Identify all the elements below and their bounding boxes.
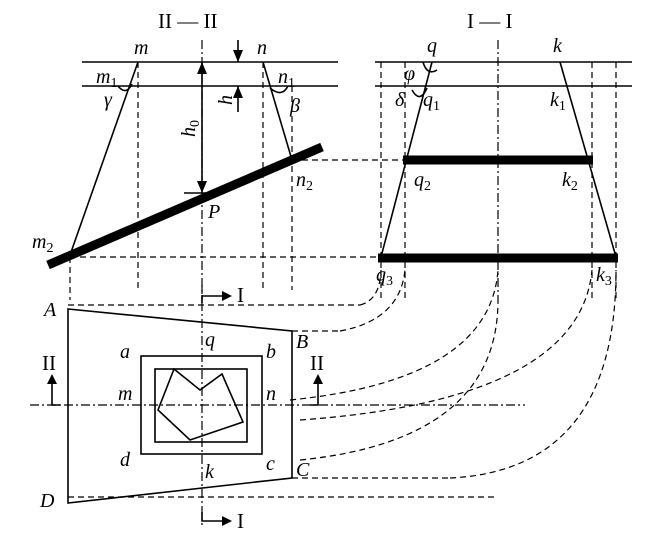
label-plan-n: n xyxy=(266,383,276,405)
section-arrow-left xyxy=(51,378,60,406)
h-arrow-bottom xyxy=(233,86,243,98)
label-B: B xyxy=(296,331,308,353)
phi-arc xyxy=(422,61,438,73)
label-plan-k: k xyxy=(205,461,215,483)
left-edge-n-n2 xyxy=(262,61,293,161)
plan-outer-trapezoid xyxy=(67,308,293,504)
inclined-slab xyxy=(46,142,324,270)
h-arrow-top xyxy=(233,50,243,62)
section-arrowhead-right xyxy=(313,374,323,384)
label-C: C xyxy=(296,459,310,481)
label-gamma: γ xyxy=(104,89,113,111)
label-delta: δ xyxy=(395,89,405,111)
transfer-curve-6 xyxy=(299,299,499,461)
label-m: m xyxy=(134,37,148,59)
section-arrow-bottom xyxy=(201,512,228,522)
label-k3: k3 xyxy=(596,264,612,289)
delta-arc xyxy=(411,87,428,98)
transfer-curve-2 xyxy=(339,269,406,332)
label-k1: k1 xyxy=(550,89,566,114)
transfer-curve-4 xyxy=(299,269,593,421)
label-a: a xyxy=(120,341,130,363)
label-n1: n1 xyxy=(278,66,295,91)
left-edge-m-m2 xyxy=(69,61,139,256)
label-n: n xyxy=(257,37,267,59)
plan-hole-polygon xyxy=(157,367,245,441)
section-arrow-right xyxy=(310,378,319,406)
section-mark-left: II xyxy=(42,351,56,375)
section-mark-right: II xyxy=(310,351,324,375)
label-plan-q: q xyxy=(205,329,215,351)
transfer-curve-5 xyxy=(449,269,617,479)
label-P: P xyxy=(207,201,220,223)
left-view-title: II — II xyxy=(158,9,217,33)
section-arrowhead-left xyxy=(47,374,57,384)
section-mark-top: I xyxy=(237,283,244,307)
label-h0: h0 xyxy=(178,120,203,137)
label-beta: β xyxy=(289,95,300,117)
h0-arrow-bottom xyxy=(197,181,207,193)
right-view-title: I — I xyxy=(467,9,513,33)
label-plan-m: m xyxy=(118,383,132,405)
beta-arc xyxy=(269,85,289,94)
label-q3: q3 xyxy=(376,264,393,289)
label-A: A xyxy=(42,299,57,321)
label-q2: q2 xyxy=(414,169,431,194)
section-mark-bottom: I xyxy=(237,509,244,533)
section-arrow-top xyxy=(201,295,228,303)
label-k: k xyxy=(553,35,563,57)
label-q1: q1 xyxy=(423,89,440,114)
label-h: h xyxy=(215,95,237,105)
gamma-arc xyxy=(117,83,133,92)
label-d: d xyxy=(120,449,131,471)
label-D: D xyxy=(39,490,55,512)
label-n2: n2 xyxy=(296,169,313,194)
label-c: c xyxy=(266,453,275,475)
transfer-curve-1 xyxy=(359,269,382,306)
label-q: q xyxy=(427,35,437,57)
label-b: b xyxy=(266,341,276,363)
label-k2: k2 xyxy=(562,169,578,194)
section-arrowhead-top xyxy=(222,291,232,301)
label-phi: φ xyxy=(404,63,415,85)
h0-arrow-top xyxy=(197,62,207,74)
section-arrowhead-bottom xyxy=(222,516,232,526)
label-m2: m2 xyxy=(32,231,53,256)
label-m1: m1 xyxy=(96,66,117,91)
